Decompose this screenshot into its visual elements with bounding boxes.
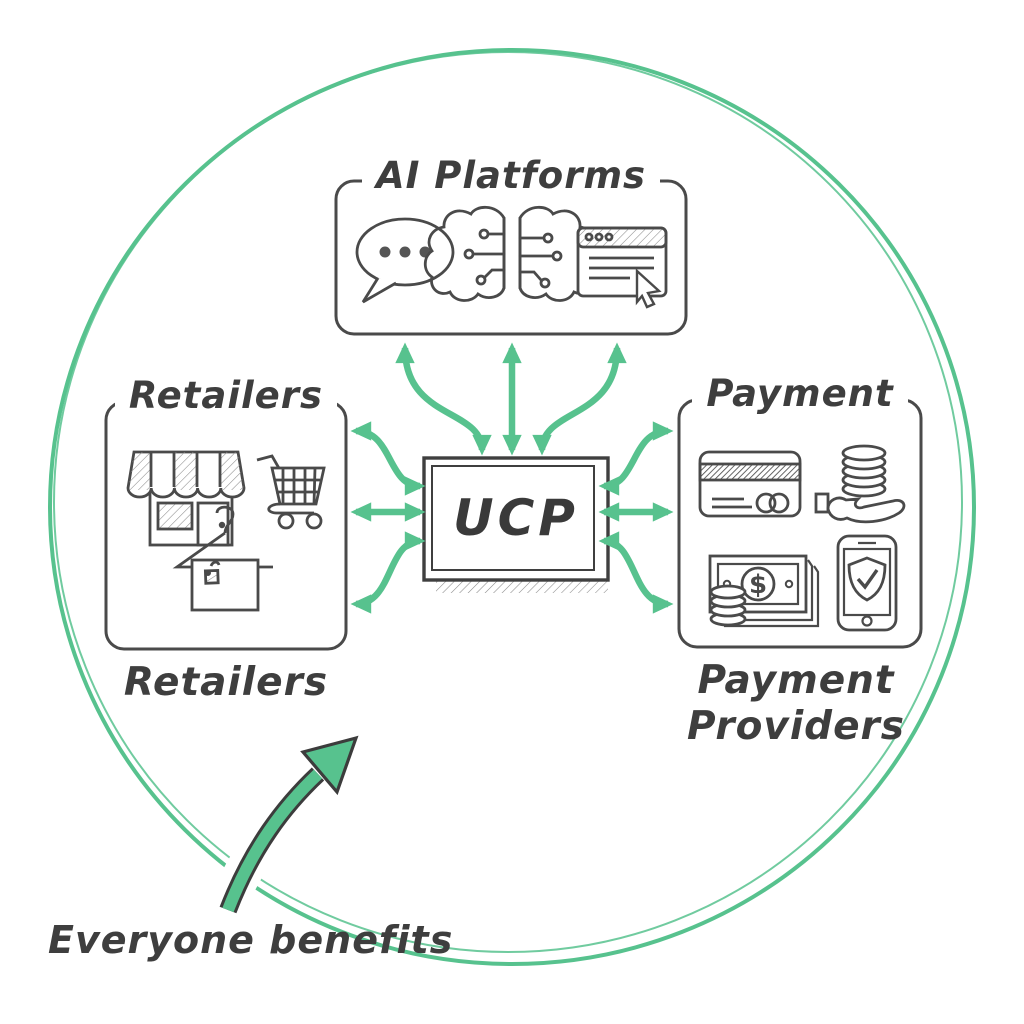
arrow-ai-ucp-left (395, 342, 492, 456)
growth-arrow (204, 735, 359, 924)
hand-coins-icon (814, 444, 906, 524)
ai-platforms-title: AI Platforms (336, 154, 686, 197)
storefront-icon (126, 450, 246, 547)
chat-bubble-icon (355, 217, 455, 304)
payment-caption: Payment Providers (686, 658, 905, 750)
arrow-retailers-ucp-top (350, 421, 426, 496)
ucp-label: UCP (453, 489, 579, 547)
ucp-box (422, 456, 610, 593)
browser-window-icon (576, 226, 668, 309)
arrow-retailers-ucp-bottom (350, 531, 426, 614)
arrow-payment-ucp-bottom (598, 531, 674, 614)
connector-arrows (350, 342, 674, 614)
credit-card-icon (698, 450, 802, 518)
dollar-glyph: $ (749, 570, 767, 600)
everyone-benefits-label: Everyone benefits (48, 918, 454, 962)
arrow-payment-ucp-top (598, 421, 674, 496)
shopping-cart-icon (256, 454, 326, 530)
ecosystem-circle (48, 48, 976, 966)
payment-title: Payment (679, 372, 921, 415)
cash-icon: $ (708, 554, 820, 628)
arrow-ai-ucp-right (532, 342, 627, 456)
retailers-caption: Retailers (123, 660, 329, 705)
clothes-hanger-icon (172, 505, 273, 612)
retailers-title: Retailers (106, 374, 346, 417)
secure-phone-icon (836, 534, 898, 632)
